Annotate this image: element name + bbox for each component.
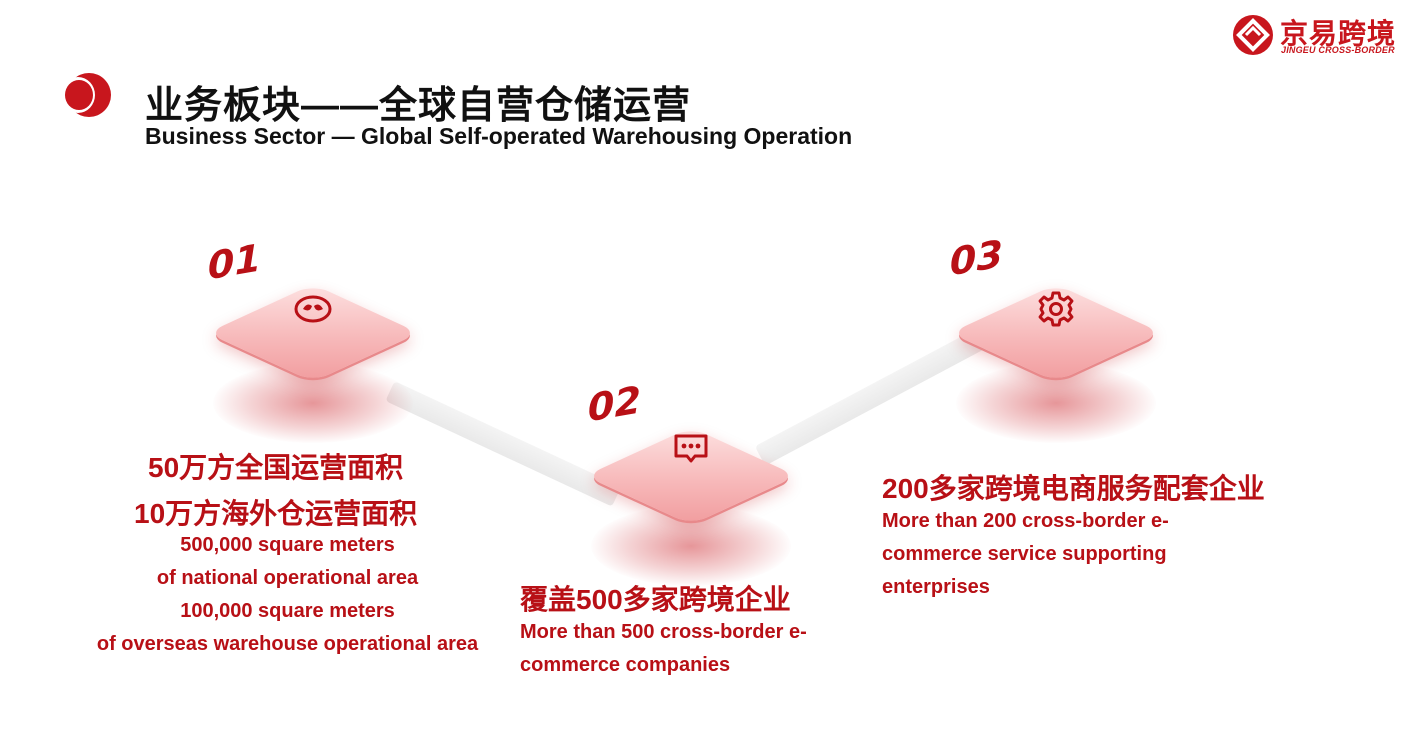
step-01-en-line-4: of overseas warehouse operational area — [96, 633, 479, 655]
step-tile-03 — [936, 284, 1176, 443]
step-01-cn-line-1: 50万方全国运营面积 — [148, 452, 404, 483]
step-tile-01 — [193, 284, 433, 443]
step-01-cn-line-2: 10万方海外仓运营面积 — [134, 498, 418, 529]
company-logo: 京易跨境 JINGEU CROSS-BORDER — [1232, 14, 1412, 58]
logo-name-en: JINGEU CROSS-BORDER — [1281, 45, 1395, 55]
step-tile-02 — [571, 427, 811, 586]
step-02-cn-line-1: 覆盖500多家跨境企业 — [520, 584, 791, 615]
step-02-en-line-2: commerce companies — [520, 654, 731, 676]
step-02-en-line-1: More than 500 cross-border e- — [520, 621, 807, 643]
page-title: 业务板块——全球自营仓储运营 — [145, 85, 692, 127]
step-03-cn-line-1: 200多家跨境电商服务配套企业 — [882, 473, 1265, 504]
eye-icon — [294, 295, 332, 323]
chat-bubble-icon — [674, 434, 708, 463]
page-subtitle: Business Sector — Global Self-operated W… — [145, 123, 853, 149]
step-03-en-line-3: enterprises — [882, 576, 990, 598]
step-01-en-line-1: 500,000 square meters — [180, 534, 395, 556]
gear-icon — [1038, 291, 1074, 327]
step-03-en-line-1: More than 200 cross-border e- — [882, 510, 1169, 532]
step-number-02: 02 — [586, 377, 642, 431]
logo-mark-icon — [1233, 15, 1273, 55]
step-03-en-line-2: commerce service supporting — [882, 543, 1167, 565]
title-bullet-icon — [61, 73, 111, 117]
step-number-01: 01 — [206, 235, 262, 289]
step-01-en-line-3: 100,000 square meters — [180, 600, 395, 622]
step-01-en-line-2: of national operational area — [156, 567, 419, 589]
logo-name-cn: 京易跨境 — [1280, 18, 1397, 49]
step-number-03: 03 — [948, 231, 1004, 285]
